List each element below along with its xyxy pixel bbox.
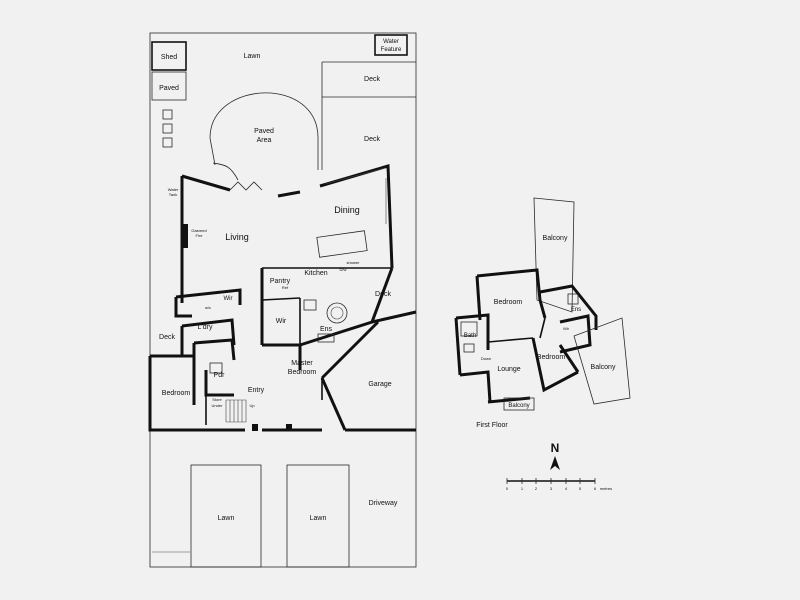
svg-text:Under: Under	[212, 403, 224, 408]
sliding-door	[324, 167, 386, 185]
bedroom-label: Bedroom	[162, 390, 191, 397]
kitchen-island	[316, 230, 368, 258]
svg-text:Water: Water	[168, 187, 179, 192]
lawn-top-label: Lawn	[244, 53, 261, 60]
svg-text:1: 1	[521, 486, 524, 491]
svg-text:w/c: w/c	[205, 305, 211, 310]
deck-right-label: Deck	[375, 291, 391, 298]
svg-text:D/w: D/w	[340, 267, 347, 272]
svg-text:Ref: Ref	[282, 285, 289, 290]
svg-text:Store: Store	[212, 397, 222, 402]
north-arrow-icon: N	[550, 441, 560, 470]
front-lawns: Lawn Lawn Driveway	[152, 464, 398, 568]
water-tank: Water Tank	[168, 187, 179, 197]
master-bedroom-label: Master	[291, 360, 313, 367]
kitchen-label: Kitchen	[304, 270, 327, 277]
house-walls	[148, 164, 417, 432]
bifold-door	[229, 181, 263, 191]
svg-text:2: 2	[535, 486, 538, 491]
svg-text:6: 6	[594, 486, 597, 491]
svg-text:4: 4	[565, 486, 568, 491]
svg-text:3: 3	[550, 486, 553, 491]
svg-text:metres: metres	[600, 486, 612, 491]
svg-text:Wir: Wir	[563, 326, 570, 331]
svg-text:Area: Area	[257, 137, 272, 144]
svg-text:0: 0	[506, 486, 509, 491]
water-feature: Water Feature	[374, 34, 408, 56]
ff-bath-label: Bath	[464, 333, 476, 339]
svg-text:Down: Down	[481, 356, 491, 361]
svg-text:5: 5	[579, 486, 582, 491]
ff-bedroom-b-label: Bedroom	[537, 354, 566, 361]
stairs	[225, 399, 247, 423]
ff-ens-label: Ens	[571, 307, 581, 313]
svg-text:Paved: Paved	[254, 128, 274, 135]
site-boundary	[149, 32, 417, 568]
gas-fire	[182, 224, 188, 248]
deck-top: Deck	[321, 61, 416, 170]
svg-text:Deck: Deck	[364, 76, 380, 83]
entry-label: Entry	[248, 387, 265, 394]
pantry-label: Pantry	[270, 278, 291, 285]
ff-lounge-label: Lounge	[497, 366, 520, 373]
wir-label: Wir	[276, 318, 287, 325]
dining-label: Dining	[334, 205, 360, 215]
svg-text:Up: Up	[249, 403, 255, 408]
garage-label: Garage	[368, 381, 391, 388]
ff-bedroom-a-label: Bedroom	[494, 299, 523, 306]
deck-mid-label: Deck	[364, 136, 380, 143]
deck-left-label: Deck	[159, 334, 175, 341]
paved-label: Paved	[159, 85, 179, 92]
svg-text:Lawn: Lawn	[218, 515, 235, 522]
paved-small: Paved	[151, 71, 187, 101]
first-floor-title: First Floor	[476, 422, 508, 429]
laundry-label: L'dry	[198, 324, 213, 331]
svg-text:Water: Water	[383, 39, 399, 45]
spa-bath	[326, 302, 348, 324]
first-floor-plan	[454, 197, 631, 411]
svg-text:Balcony: Balcony	[508, 403, 529, 409]
ff-balcony-top-label: Balcony	[543, 235, 568, 242]
svg-text:N: N	[551, 441, 560, 455]
shed-label: Shed	[161, 54, 177, 61]
ens-label: Ens	[320, 326, 333, 333]
ff-balcony-right-label: Balcony	[591, 364, 616, 371]
living-label: Living	[225, 232, 249, 242]
stepping-stones	[162, 109, 173, 148]
svg-text:Tank: Tank	[169, 192, 177, 197]
pdr-label: Pdr	[214, 372, 226, 379]
svg-text:Fire: Fire	[196, 233, 204, 238]
paved-area: Paved Area	[209, 92, 319, 181]
driveway-label: Driveway	[369, 500, 398, 507]
svg-text:shower: shower	[347, 260, 361, 265]
svg-text:Feature: Feature	[381, 47, 402, 53]
gasreed-label: Gasreed	[191, 228, 206, 233]
svg-text:Wir: Wir	[224, 296, 233, 302]
svg-text:Bedroom: Bedroom	[288, 369, 317, 376]
shed: Shed	[151, 41, 187, 71]
svg-text:Lawn: Lawn	[310, 515, 327, 522]
scale-bar: 0 1 2 3 4 5 6 metres	[506, 478, 612, 491]
